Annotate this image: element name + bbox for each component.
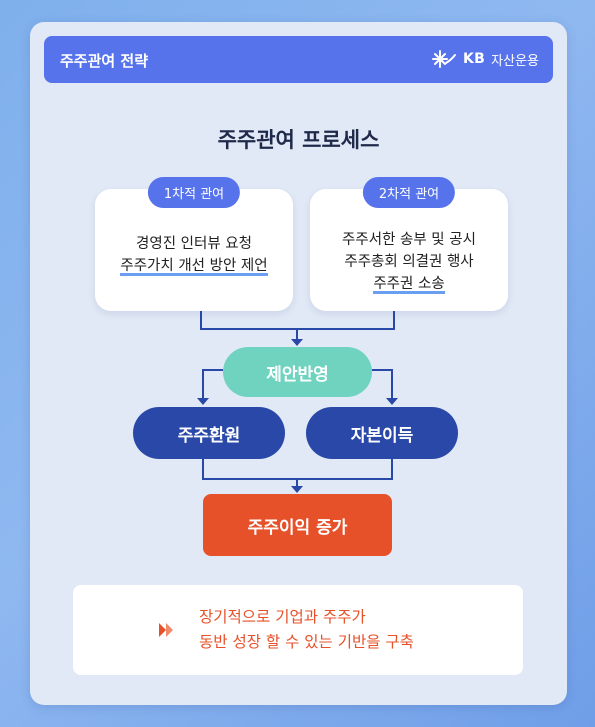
step-box-2: 2차적 관여 주주서한 송부 및 공시 주주총회 의결권 행사 주주권 소송 bbox=[310, 177, 508, 311]
callout-box: 장기적으로 기업과 주주가 동반 성장 할 수 있는 기반을 구축 bbox=[73, 585, 523, 675]
proposal-node: 제안반영 bbox=[223, 347, 372, 397]
callout-line-2: 동반 성장 할 수 있는 기반을 구축 bbox=[199, 633, 414, 651]
header-title: 주주관여 전략 bbox=[60, 52, 149, 70]
brand-sub: 자산운용 bbox=[491, 53, 539, 69]
double-chevron-right-icon bbox=[159, 623, 173, 637]
shareholder-return-node: 주주환원 bbox=[133, 407, 285, 459]
step-box-1: 1차적 관여 경영진 인터뷰 요청 주주가치 개선 방안 제언 bbox=[95, 177, 293, 311]
step-1-text: 경영진 인터뷰 요청 주주가치 개선 방안 제언 bbox=[95, 233, 293, 277]
brand-name: KB bbox=[463, 51, 486, 67]
result-node: 주주이익 증가 bbox=[203, 494, 392, 556]
brand-logo: KB 자산운용 bbox=[431, 49, 539, 69]
kb-star-logo-icon bbox=[432, 50, 457, 68]
callout-text: 장기적으로 기업과 주주가 동반 성장 할 수 있는 기반을 구축 bbox=[199, 605, 414, 655]
strategy-card: 주주관여 전략 KB 자산운용 주주관여 프로세스 bbox=[30, 22, 567, 705]
step-pill-1: 1차적 관여 bbox=[147, 177, 241, 208]
header-bar: 주주관여 전략 KB 자산운용 bbox=[44, 36, 553, 83]
callout-line-1: 장기적으로 기업과 주주가 bbox=[199, 608, 366, 626]
capital-gain-node: 자본이득 bbox=[306, 407, 458, 459]
diagram-title: 주주관여 프로세스 bbox=[217, 128, 380, 152]
step-pill-2: 2차적 관여 bbox=[362, 177, 456, 208]
step-2-line-2: 주주총회 의결권 행사 bbox=[344, 254, 474, 270]
step-2-line-3: 주주권 소송 bbox=[373, 276, 445, 294]
step-2-text: 주주서한 송부 및 공시 주주총회 의결권 행사 주주권 소송 bbox=[310, 229, 508, 295]
step-1-line-2: 주주가치 개선 방안 제언 bbox=[120, 258, 268, 276]
connector-lines bbox=[197, 311, 398, 493]
step-1-line-1: 경영진 인터뷰 요청 bbox=[136, 236, 252, 252]
step-2-line-1: 주주서한 송부 및 공시 bbox=[342, 232, 476, 248]
